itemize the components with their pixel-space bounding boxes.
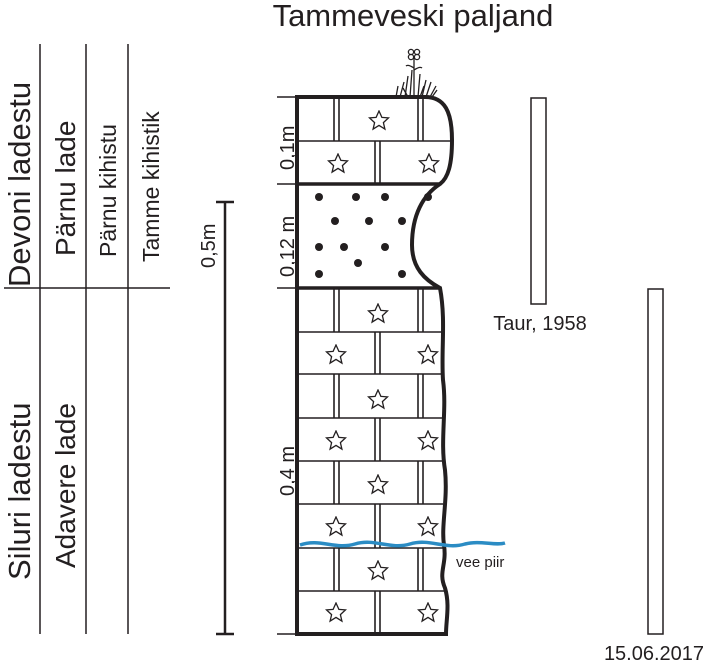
top-layer-thickness: 0,1m [277,126,299,170]
scale-bar [216,200,234,636]
fossil-star-icon [325,602,347,622]
fossil-star-icon [325,430,347,450]
bottom-layer-thickness: 0,4 m [277,446,299,496]
fossil-star-icon [327,153,349,173]
reference-bar-1958 [530,97,547,305]
fossil-star-icon [325,344,347,364]
diagram-title: Tammeveski paljand [273,0,554,33]
fossil-star-icon [417,430,439,450]
devon-system-label: Devoni ladestu [2,82,37,287]
scale-bar-label: 0,5m [198,224,220,268]
fossil-star-icon [367,474,389,494]
stratigraphy-columns [4,44,170,634]
fossil-star-icon [367,389,389,409]
water-level-label: vee piir [456,554,504,571]
bottom-layer-pattern [297,288,445,634]
grass-tuft-icon [395,48,438,98]
reference-1958-label: Taur, 1958 [493,313,586,335]
middle-layer-thickness: 0,12 m [277,216,299,277]
outcrop-outline [295,95,455,636]
fossil-star-icon [417,344,439,364]
fossil-star-icon [325,516,347,536]
top-layer-pattern [297,97,452,184]
devon-stage-label: Pärnu lade [50,121,81,256]
fossil-star-icon [417,602,439,622]
silur-stage-label: Adavere lade [50,403,81,568]
fossil-star-icon [367,560,389,580]
fossil-star-icon [418,153,440,173]
fossil-star-icon [368,110,390,130]
thickness-ticks [277,96,297,635]
silur-system-label: Siluri ladestu [2,403,37,580]
reference-2017-label: 15.06.2017 [604,643,704,664]
water-level-line [299,540,506,548]
fossil-star-icon [417,516,439,536]
devon-member-label: Tamme kihistik [138,111,164,262]
devon-formation-label: Pärnu kihistu [95,124,121,257]
fossil-star-icon [367,303,389,323]
reference-bar-2017 [647,288,664,635]
sandstone-dots [315,193,432,278]
outcrop-profile [295,95,455,636]
